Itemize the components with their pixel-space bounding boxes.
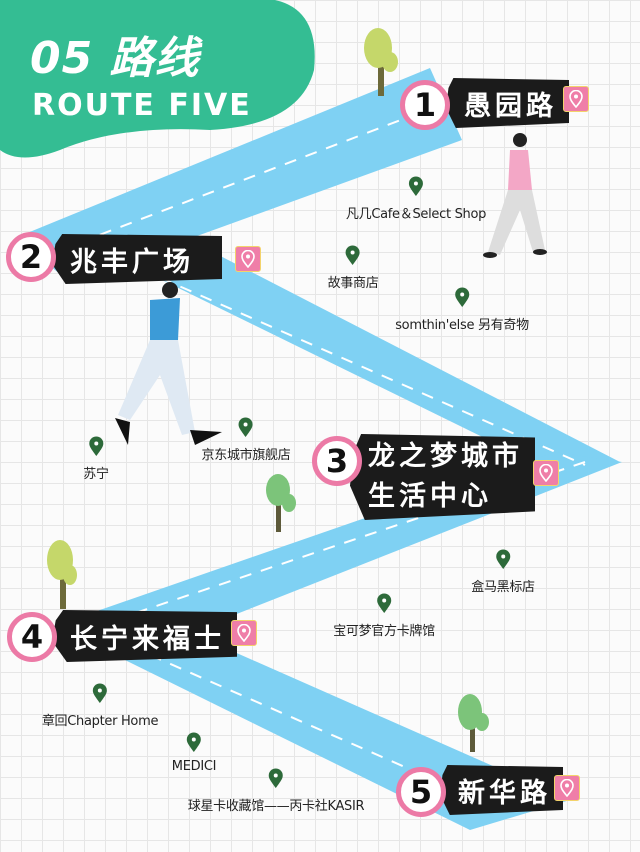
stop-name: 兆丰广场 bbox=[70, 246, 194, 278]
poi-name: somthin'else 另有奇物 bbox=[395, 318, 529, 333]
walking-person-illustration bbox=[483, 133, 547, 258]
poi-item[interactable]: 章回Chapter Home bbox=[42, 683, 158, 729]
stop-label-4[interactable]: 长宁来福士 bbox=[52, 610, 237, 662]
poi-item[interactable]: 球星卡收藏馆——丙卡社KASIR bbox=[188, 768, 365, 814]
page-title: 05 路线 bbox=[30, 33, 200, 84]
poi-item[interactable]: 故事商店 bbox=[328, 245, 379, 291]
poi-name: 宝可梦官方卡牌馆 bbox=[333, 624, 435, 639]
tree-icon bbox=[364, 28, 398, 96]
stop-number-1: 1 bbox=[400, 80, 450, 130]
location-pin-icon[interactable] bbox=[231, 620, 257, 646]
tree-icon bbox=[266, 474, 296, 532]
stop-name-line1: 龙之梦城市 bbox=[368, 441, 523, 472]
stop-name: 愚园路 bbox=[464, 90, 557, 122]
map-pin-icon bbox=[454, 287, 469, 307]
map-pin-icon bbox=[268, 768, 283, 788]
stop-number-4: 4 bbox=[7, 612, 57, 662]
poi-item[interactable]: 凡几Cafe＆Select Shop bbox=[346, 176, 486, 222]
poi-name: 京东城市旗舰店 bbox=[201, 448, 291, 463]
tree-icon bbox=[47, 540, 77, 609]
location-pin-icon[interactable] bbox=[533, 460, 559, 486]
poi-name: 盒马黑标店 bbox=[471, 580, 535, 595]
tree-icon bbox=[458, 694, 489, 752]
poi-name: 球星卡收藏馆——丙卡社KASIR bbox=[187, 799, 365, 814]
location-pin-icon[interactable] bbox=[554, 775, 580, 801]
poi-item[interactable]: 苏宁 bbox=[83, 436, 109, 482]
stop-number-5: 5 bbox=[396, 767, 446, 817]
stop-label-1[interactable]: 愚园路 bbox=[446, 78, 569, 128]
stop-label-2[interactable]: 兆丰广场 bbox=[52, 234, 222, 284]
stop-name-line2: 生活中心 bbox=[368, 481, 492, 512]
map-pin-icon bbox=[495, 549, 510, 569]
stop-number-2: 2 bbox=[6, 232, 56, 282]
map-pin-icon bbox=[186, 732, 201, 752]
poi-name: 凡几Cafe＆Select Shop bbox=[345, 207, 487, 222]
poi-item[interactable]: MEDICI bbox=[172, 732, 216, 774]
map-pin-icon bbox=[89, 436, 103, 456]
stop-name: 新华路 bbox=[458, 777, 551, 809]
running-person-illustration bbox=[115, 282, 222, 445]
poi-item[interactable]: 盒马黑标店 bbox=[471, 549, 535, 595]
map-pin-icon bbox=[409, 176, 423, 196]
map-pin-icon bbox=[346, 245, 360, 265]
poi-item[interactable]: 京东城市旗舰店 bbox=[202, 417, 291, 463]
stop-number-3: 3 bbox=[312, 436, 362, 486]
map-pin-icon bbox=[376, 593, 391, 613]
header-banner bbox=[0, 0, 315, 158]
map-pin-icon bbox=[239, 417, 253, 437]
map-pin-icon bbox=[93, 683, 107, 703]
poi-name: MEDICI bbox=[171, 759, 217, 774]
location-pin-icon[interactable] bbox=[563, 86, 589, 112]
poi-name: 苏宁 bbox=[83, 467, 109, 482]
stop-name: 长宁来福士 bbox=[70, 623, 225, 655]
page-subtitle: ROUTE FIVE bbox=[32, 88, 252, 123]
poi-name: 章回Chapter Home bbox=[41, 714, 159, 729]
poi-item[interactable]: 宝可梦官方卡牌馆 bbox=[333, 593, 435, 639]
poi-name: 故事商店 bbox=[327, 276, 379, 291]
stop-label-5[interactable]: 新华路 bbox=[440, 765, 563, 815]
stop-label-3[interactable]: 龙之梦城市生活中心 bbox=[350, 434, 535, 520]
location-pin-icon[interactable] bbox=[235, 246, 261, 272]
poi-item[interactable]: somthin'else 另有奇物 bbox=[395, 287, 529, 333]
